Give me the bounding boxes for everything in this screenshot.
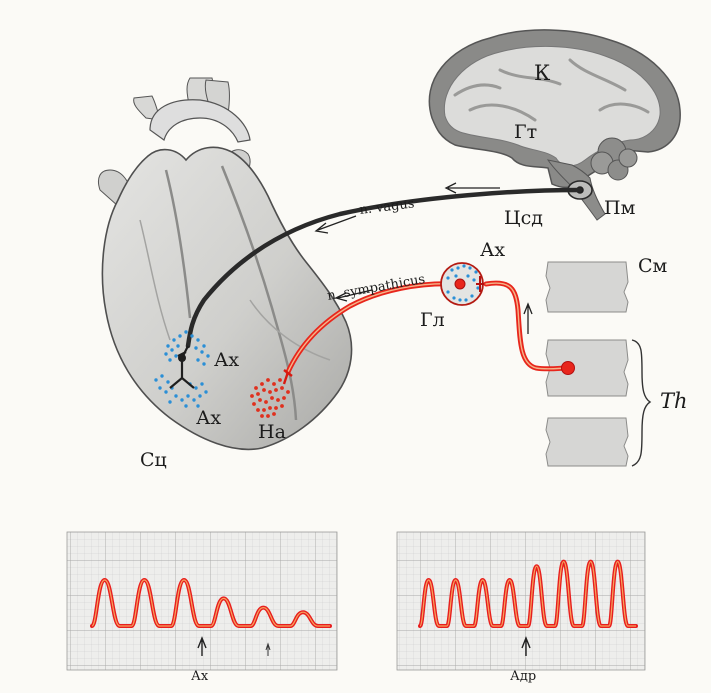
vertebrae	[545, 261, 652, 467]
vertebra-middle	[545, 339, 629, 397]
recording-trace-ach-highlight	[91, 579, 330, 627]
noradrenaline-dots-heart	[250, 378, 290, 418]
label-thoracic: Th	[660, 389, 688, 413]
label-heart: Сц	[140, 449, 167, 471]
vagus-terminal	[178, 354, 186, 362]
sympathetic-ending	[282, 369, 293, 385]
recording-arrow-ach	[197, 636, 207, 656]
sympathetic-postganglionic-core	[287, 283, 459, 373]
sympathetic-arrow-up	[523, 302, 533, 334]
label-medulla: Пм	[604, 197, 636, 219]
vertebra-lower	[545, 417, 629, 467]
label-spinal-cord: См	[638, 255, 668, 277]
heart-illustration	[97, 77, 353, 451]
label-heart-ach-top: Ах	[214, 349, 239, 371]
vagus-nerve	[185, 187, 583, 349]
label-brain: К	[534, 61, 550, 85]
recording-panel-adr: Адр	[396, 531, 646, 684]
label-heart-na: На	[258, 421, 286, 443]
sympathetic-preganglionic-core	[485, 282, 569, 370]
recording-label-adr: Адр	[510, 669, 536, 684]
acetylcholine-dots-heart	[154, 330, 210, 408]
recording-label-ach: Ах	[191, 669, 209, 684]
vagus-arrow-2	[314, 215, 357, 234]
label-vagus: n. vagus	[359, 196, 416, 218]
recording-panel-ach: Ах	[66, 531, 338, 684]
recording-tick-ach	[265, 642, 271, 656]
label-sympathicus: n. sympathicus	[326, 272, 426, 304]
vagus-arrow-1	[444, 182, 500, 194]
label-heart-ach-bottom: Ах	[196, 407, 221, 429]
spinal-neuron	[561, 361, 575, 375]
recording-arrow-adr	[521, 636, 531, 656]
label-hypothalamus: Гт	[514, 121, 537, 143]
recording-trace-adr-highlight	[419, 561, 636, 627]
vertebra-upper	[545, 261, 629, 313]
cerebellum	[590, 137, 638, 181]
thoracic-brace	[631, 339, 652, 467]
label-ganglion-ach: Ах	[480, 239, 505, 261]
sympathetic-ganglion	[440, 262, 484, 306]
label-cardio-center: Цсд	[504, 207, 543, 229]
label-ganglion: Гл	[420, 309, 445, 331]
sympathetic-arrow-heart	[334, 289, 373, 302]
